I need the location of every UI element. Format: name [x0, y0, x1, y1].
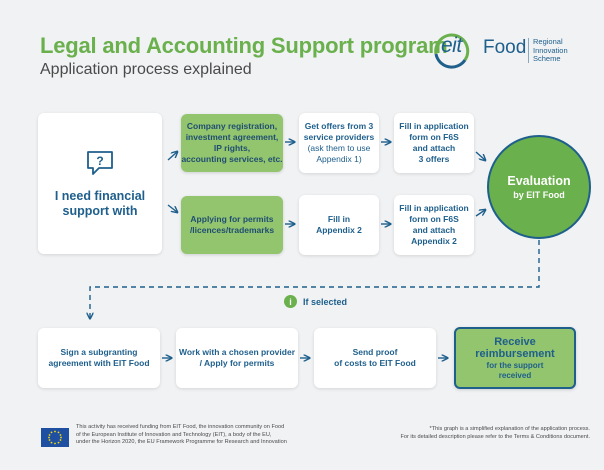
step-get-offers: Get offers from 3 service providers (ask… [299, 113, 379, 173]
note-line: *This graph is a simplified explanation … [429, 426, 590, 432]
step-line: and attach [412, 225, 456, 235]
category-line: accounting services, etc. [181, 154, 283, 164]
arrow-bottom-to-eval [475, 210, 485, 217]
step-line: and attach [412, 143, 456, 153]
receive-sub-line: received [498, 370, 532, 380]
disclaimer-note: *This graph is a simplified explanation … [400, 426, 590, 441]
step-line: Work with a chosen provider [178, 347, 296, 357]
info-icon: i [284, 295, 297, 308]
arrow-top-to-eval [475, 151, 485, 160]
category-line: Applying for permits [190, 214, 274, 224]
logo-scheme-line: Regional [533, 37, 563, 46]
step-note: Appendix 1) [316, 154, 362, 164]
step-send-proof: Send proof of costs to EIT Food [314, 328, 436, 388]
page-subtitle: Application process explained [40, 61, 252, 78]
start-box: ? I need financial support with [38, 113, 162, 254]
receive-line: reimbursement [475, 348, 555, 360]
start-line: support with [62, 203, 138, 218]
category-line: Company registration, [186, 121, 278, 131]
logo-food-text: Food [483, 37, 527, 58]
step-receive-reimbursement: Receive reimbursement for the support re… [454, 327, 576, 389]
step-line: agreement with EIT Food [48, 358, 150, 368]
step-line: 3 offers [418, 154, 450, 164]
logo-scheme-text: Regional Innovation Scheme [533, 37, 568, 64]
category-line: investment agreement, [185, 132, 279, 142]
receive-sub-line: for the support [486, 360, 544, 370]
page-title: Legal and Accounting Support program [40, 33, 448, 58]
logo-scheme-line: Scheme [533, 54, 561, 63]
evaluation-subtitle: by EIT Food [513, 189, 565, 200]
if-selected-label: i If selected [284, 295, 347, 308]
category-line: /licences/trademarks [189, 225, 275, 235]
note-line: For its detailed description please refe… [400, 433, 590, 440]
svg-text:?: ? [96, 154, 103, 168]
step-fill-form-appendix: Fill in application form on F6S and atta… [394, 195, 474, 255]
step-line: Fill in application [399, 121, 469, 131]
dashed-return-path [90, 240, 540, 318]
step-sign-agreement: Sign a subgranting agreement with EIT Fo… [38, 328, 160, 388]
funding-line: This activity has received funding from … [76, 424, 285, 430]
step-fill-form-offers: Fill in application form on F6S and atta… [394, 113, 474, 173]
eit-logo-ring-icon [434, 33, 470, 69]
step-line: Appendix 2 [316, 225, 362, 235]
evaluation-title: Evaluation [507, 173, 571, 188]
step-line: form on F6S [409, 132, 459, 142]
question-chat-icon: ? [87, 150, 113, 175]
step-work-with-provider: Work with a chosen provider / Apply for … [176, 328, 298, 388]
step-line: Get offers from 3 [304, 121, 374, 131]
if-selected-text: If selected [303, 296, 348, 307]
category-permits: Applying for permits /licences/trademark… [181, 196, 283, 254]
logo-scheme-line: Innovation [533, 45, 568, 55]
step-line: form on F6S [409, 214, 459, 224]
step-line: of costs to EIT Food [334, 358, 416, 368]
arrow-start-to-top [167, 152, 177, 161]
receive-line: Receive [494, 335, 536, 348]
step-line: Send proof [352, 347, 398, 357]
eu-flag-icon [41, 428, 69, 447]
start-line: I need financial [54, 188, 146, 203]
step-fill-appendix-2: Fill in Appendix 2 [299, 195, 379, 255]
funding-line: of the European Institute of Innovation … [76, 431, 272, 438]
step-line: Fill in application [399, 203, 469, 213]
step-line: service providers [303, 132, 375, 142]
logo-eit-text: eit [441, 34, 462, 57]
funding-line: under the Horizon 2020, the EU Framework… [76, 439, 287, 445]
step-line: / Apply for permits [199, 358, 275, 368]
step-line: Sign a subgranting [60, 347, 138, 357]
funding-notice: This activity has received funding from … [76, 424, 287, 447]
category-company-registration: Company registration, investment agreeme… [181, 114, 283, 172]
arrow-start-to-bottom [167, 204, 177, 212]
logo-divider [528, 38, 529, 63]
step-note: (ask them to use [307, 143, 371, 153]
step-line: Appendix 2 [411, 236, 457, 246]
eit-food-logo: eit Food Regional Innovation Scheme [427, 28, 577, 72]
evaluation-circle: Evaluation by EIT Food [487, 135, 591, 239]
category-line: IP rights, [213, 143, 251, 153]
step-line: Fill in [327, 214, 351, 224]
start-text: I need financial support with [55, 189, 145, 219]
